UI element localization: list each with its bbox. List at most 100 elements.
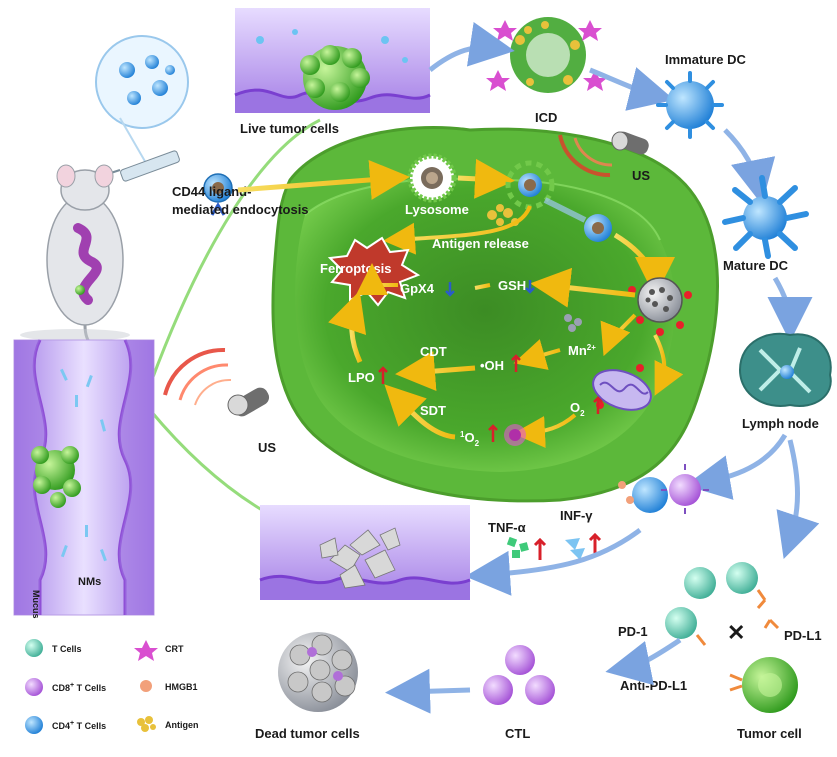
tumor-bead-cluster bbox=[31, 446, 81, 508]
antibody-icon bbox=[729, 673, 743, 692]
intestine-icon bbox=[73, 223, 102, 305]
block-x-icon: ✕ bbox=[727, 620, 745, 645]
yellow-arrow bbox=[600, 313, 637, 357]
pdl1-label: PD-L1 bbox=[784, 628, 822, 643]
sdt-label: SDT bbox=[420, 403, 446, 418]
flow-arrow bbox=[385, 668, 471, 714]
mature-dc-label: Mature DC bbox=[723, 258, 789, 273]
infg-label: INF-γ bbox=[560, 508, 593, 523]
flow-arrow bbox=[589, 67, 675, 111]
legend-item-antigen: Antigen bbox=[137, 716, 199, 732]
legend-item-t-cells: T Cells bbox=[25, 639, 82, 657]
yellow-arrow bbox=[513, 413, 577, 448]
yellow-arrow bbox=[328, 290, 367, 364]
cdt-label: CDT bbox=[420, 344, 447, 359]
mn-label: Mn2+ bbox=[568, 343, 596, 358]
cd44-receptor-icon bbox=[210, 202, 226, 216]
anti-pdl1-label: Anti-PD-L1 bbox=[620, 678, 687, 693]
singlet-oxygen-label: 1O2 bbox=[460, 430, 480, 448]
mnparticle-icon bbox=[628, 277, 692, 336]
increase-arrow-icon bbox=[488, 424, 498, 442]
mouse-illustration bbox=[20, 35, 189, 354]
yellow-arrow bbox=[653, 334, 684, 396]
yellow-arrow bbox=[457, 158, 515, 199]
ctl-cluster bbox=[483, 645, 555, 705]
decrease-arrow-icon bbox=[525, 280, 535, 294]
ultrasound-probe-top: US bbox=[558, 131, 650, 183]
live-tumor-panel: Live tumor cells bbox=[234, 8, 431, 136]
yellow-arrow bbox=[356, 263, 398, 295]
tnf-label: TNF-α bbox=[488, 520, 526, 535]
svg-text:CRT: CRT bbox=[165, 644, 184, 654]
yellow-arrow bbox=[513, 339, 561, 370]
icd-cell: ICD bbox=[486, 17, 607, 125]
legend-item-crt: CRT bbox=[134, 640, 184, 661]
dying-tumor-panel bbox=[259, 505, 471, 600]
yellow-arrow bbox=[384, 384, 456, 440]
mitochondria-icon bbox=[592, 364, 652, 411]
lymph-node-label: Lymph node bbox=[742, 416, 819, 431]
svg-text:CD4+ T Cells: CD4+ T Cells bbox=[52, 720, 106, 731]
flow-arrow bbox=[465, 527, 642, 596]
decrease-arrow-icon bbox=[445, 282, 455, 297]
increase-arrow-icon bbox=[533, 537, 547, 560]
cd44-label-line2: mediated endocytosis bbox=[172, 202, 309, 217]
yellow-arrow bbox=[383, 205, 532, 255]
legend-item-cd8: CD8+ T Cells bbox=[25, 678, 106, 696]
flow-arrow bbox=[776, 439, 820, 559]
cd44-label-line1: CD44 ligand- bbox=[172, 184, 251, 199]
live-tumor-cells-label: Live tumor cells bbox=[240, 121, 339, 136]
increase-arrow-icon bbox=[378, 366, 388, 384]
flow-arrow bbox=[685, 433, 788, 500]
gsh-label: GSH bbox=[498, 278, 526, 293]
ferroptosis-label: Ferroptosis bbox=[320, 261, 392, 276]
us-left-label: US bbox=[258, 440, 276, 455]
immature-dc-cell: Immature DC bbox=[656, 52, 747, 139]
antigen-icon bbox=[515, 21, 580, 86]
gpx4-label: GpX4 bbox=[400, 281, 435, 296]
icd-label: ICD bbox=[535, 110, 557, 125]
nms-label: NMs bbox=[78, 576, 101, 588]
lysosome: Lysosome bbox=[405, 153, 469, 217]
t-cells-group bbox=[665, 562, 767, 646]
magnified-particle-icon bbox=[95, 35, 189, 129]
svg-text:Antigen: Antigen bbox=[165, 720, 199, 730]
svg-text:CD8+ T Cells: CD8+ T Cells bbox=[52, 682, 106, 693]
dead-tumor-cells-label: Dead tumor cells bbox=[255, 726, 360, 741]
oh-label: •OH bbox=[480, 358, 504, 373]
nanomedicine-particles bbox=[60, 368, 107, 562]
debris-icon bbox=[319, 527, 401, 589]
flow-arrow bbox=[767, 276, 813, 342]
mature-dc-cell: Mature DC bbox=[722, 175, 809, 273]
legend-item-cd4: CD4+ T Cells bbox=[25, 716, 106, 734]
legend: T Cells CD8+ T Cells CD4+ T Cells CRT HM… bbox=[25, 639, 199, 734]
lysosome-label: Lysosome bbox=[405, 202, 469, 217]
o2-label: O2 bbox=[570, 400, 585, 418]
intestine-panel: Mucus NMs bbox=[13, 339, 155, 619]
increase-arrow-icon bbox=[588, 532, 602, 555]
yellow-arrow bbox=[530, 267, 636, 308]
tumor-cell-small bbox=[729, 657, 798, 713]
t-cell-cluster bbox=[618, 464, 709, 514]
increase-arrow-icon bbox=[593, 396, 603, 414]
mucus-label: Mucus bbox=[31, 590, 41, 619]
cytokine-icons bbox=[506, 536, 585, 560]
flow-arrow bbox=[428, 22, 515, 72]
antigen-release-label: Antigen release bbox=[432, 236, 529, 251]
legend-item-hmgb1: HMGB1 bbox=[140, 680, 198, 692]
tumor-cell-label: Tumor cell bbox=[737, 726, 802, 741]
svg-text:T Cells: T Cells bbox=[52, 644, 82, 654]
immature-dc-label: Immature DC bbox=[665, 52, 747, 67]
lpo-label: LPO bbox=[348, 370, 375, 385]
ultrasound-probe-left: US bbox=[163, 347, 276, 455]
mn-ions bbox=[564, 314, 582, 332]
increase-arrow-icon bbox=[511, 354, 521, 372]
pd1-label: PD-1 bbox=[618, 624, 648, 639]
us-top-label: US bbox=[632, 168, 650, 183]
yellow-arrow bbox=[395, 351, 476, 392]
dead-tumor-cluster bbox=[278, 632, 358, 712]
ctl-label: CTL bbox=[505, 726, 530, 741]
flow-arrow bbox=[605, 637, 682, 686]
